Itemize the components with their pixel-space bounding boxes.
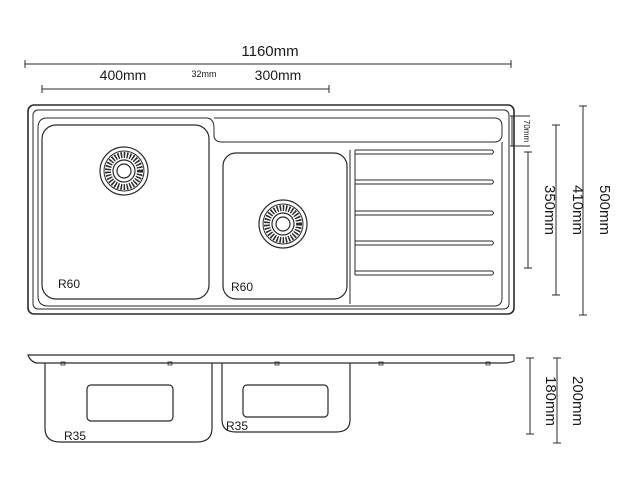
drainer-groove — [355, 210, 494, 216]
sink-inner-frame — [32, 109, 510, 310]
left-bowl — [41, 124, 210, 300]
bowl-depth-label: 350mm — [541, 185, 558, 235]
left-side-radius-label: R35 — [64, 429, 86, 443]
drainer-groove — [355, 240, 494, 246]
left-overflow-slot — [86, 384, 174, 422]
right-bowl-profile — [221, 363, 351, 433]
left-bowl-profile — [44, 363, 213, 443]
height-dimensions: 180mm 200mm — [526, 357, 586, 444]
drainer-groove — [355, 179, 494, 185]
left-bowl-radius-label: R60 — [58, 277, 80, 291]
right-overflow-slot — [242, 384, 329, 418]
depth-dimensions: 70mm 350mm 410mm 500mm — [510, 105, 613, 316]
right-bowl-width-label: 300mm — [255, 67, 302, 83]
side-rim — [27, 354, 515, 364]
width-dimensions: 1160mm 400mm 32mm 300mm — [24, 43, 512, 93]
overall-width-label: 1160mm — [241, 43, 298, 60]
overall-depth-label: 500mm — [596, 185, 613, 235]
right-bowl-radius-label: R60 — [231, 280, 253, 294]
deck-outline — [37, 117, 503, 307]
strainer-waste-icon — [258, 199, 308, 249]
sink-outer-frame — [27, 104, 515, 315]
upstand-label: 70mm — [522, 120, 531, 143]
strainer-waste-icon — [99, 146, 149, 196]
right-bowl-height-label: 180mm — [542, 376, 559, 426]
drainer-grooves — [349, 149, 494, 304]
right-bowl — [222, 152, 348, 300]
drainer-groove — [355, 149, 494, 155]
drainer-groove — [355, 270, 494, 276]
left-bowl-width-label: 400mm — [100, 67, 147, 83]
inner-depth-label: 410mm — [569, 185, 586, 235]
top-view: R60 R60 — [27, 104, 515, 315]
bowl-gap-label: 32mm — [191, 69, 216, 79]
side-view: R35 R35 — [27, 354, 515, 443]
left-bowl-height-label: 200mm — [569, 376, 586, 426]
right-side-radius-label: R35 — [226, 419, 248, 433]
